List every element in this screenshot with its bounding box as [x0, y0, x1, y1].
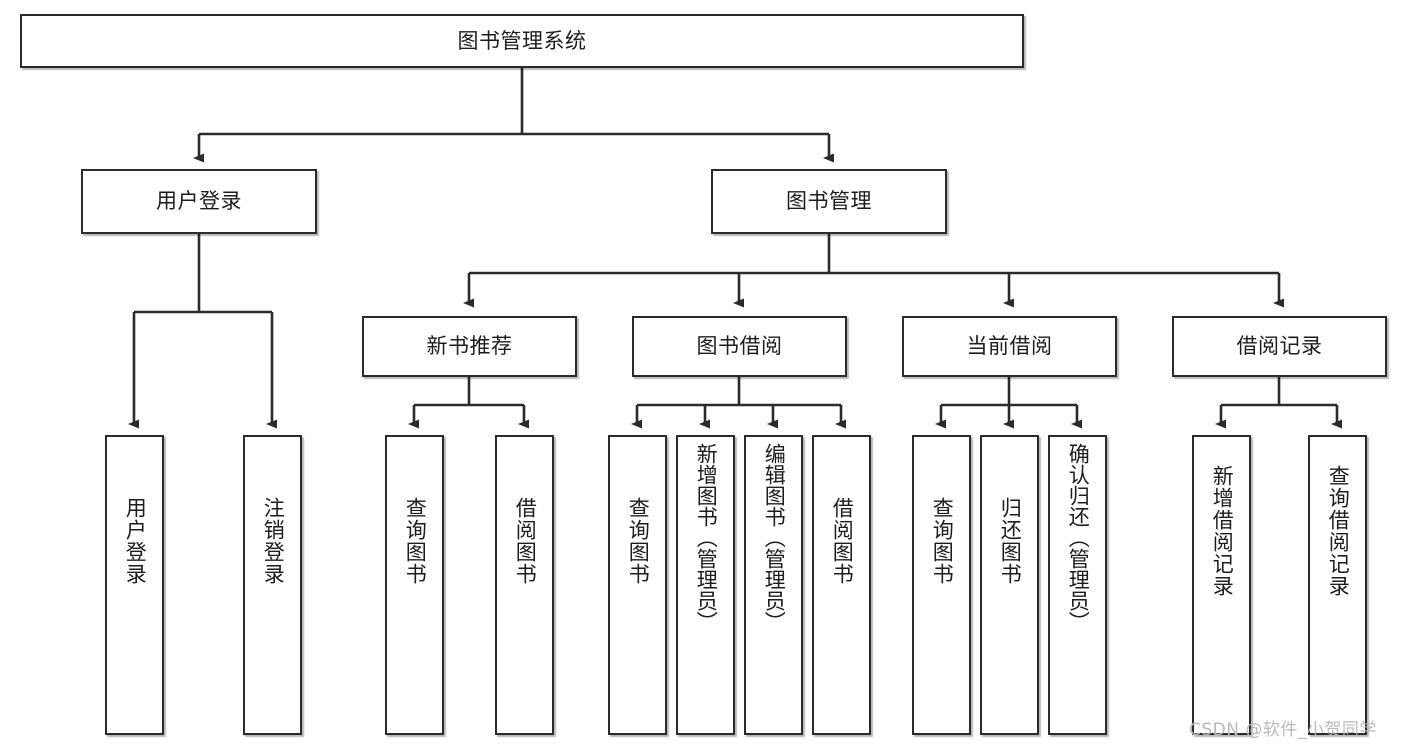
- leaf-edit-book-label: 编辑图书（管理员）: [762, 443, 787, 632]
- leaf-user-logout[interactable]: 注销登录: [243, 435, 302, 735]
- node-new-book-recommend[interactable]: 新书推荐: [362, 316, 577, 377]
- node-borrow-record-label: 借阅记录: [1236, 334, 1323, 358]
- leaf-user-login[interactable]: 用户登录: [105, 435, 164, 735]
- node-book-borrow[interactable]: 图书借阅: [632, 316, 847, 377]
- leaf-borrow-book-1-label: 借阅图书: [513, 497, 538, 585]
- node-book-borrow-label: 图书借阅: [696, 334, 783, 358]
- leaf-edit-book[interactable]: 编辑图书（管理员）: [744, 435, 803, 735]
- leaf-user-login-label: 用户登录: [123, 497, 148, 585]
- leaf-query-book-1[interactable]: 查询图书: [385, 435, 444, 735]
- leaf-query-book-2[interactable]: 查询图书: [608, 435, 667, 735]
- node-current-borrow-label: 当前借阅: [966, 334, 1053, 358]
- leaf-query-book-1-label: 查询图书: [403, 497, 428, 585]
- leaf-query-record[interactable]: 查询借阅记录: [1308, 435, 1367, 735]
- node-new-book-recommend-label: 新书推荐: [426, 334, 513, 358]
- leaf-add-record[interactable]: 新增借阅记录: [1192, 435, 1251, 735]
- node-book-manage-label: 图书管理: [786, 189, 872, 213]
- leaf-add-book[interactable]: 新增图书（管理员）: [676, 435, 735, 735]
- node-root[interactable]: 图书管理系统: [20, 14, 1024, 68]
- leaf-confirm-return[interactable]: 确认归还（管理员）: [1048, 435, 1107, 735]
- node-borrow-record[interactable]: 借阅记录: [1172, 316, 1387, 377]
- leaf-add-book-label: 新增图书（管理员）: [694, 443, 719, 632]
- leaf-query-book-3[interactable]: 查询图书: [912, 435, 971, 735]
- leaf-borrow-book-2-label: 借阅图书: [830, 497, 855, 585]
- node-user-login[interactable]: 用户登录: [81, 169, 317, 234]
- leaf-query-book-3-label: 查询图书: [930, 497, 955, 585]
- leaf-user-logout-label: 注销登录: [261, 497, 286, 585]
- leaf-confirm-return-label: 确认归还（管理员）: [1066, 443, 1091, 632]
- leaf-add-record-label: 新增借阅记录: [1210, 465, 1235, 597]
- leaf-query-book-2-label: 查询图书: [626, 497, 651, 585]
- node-root-label: 图书管理系统: [457, 28, 587, 53]
- node-current-borrow[interactable]: 当前借阅: [902, 316, 1117, 377]
- node-user-login-label: 用户登录: [156, 189, 242, 213]
- leaf-query-record-label: 查询借阅记录: [1326, 465, 1351, 597]
- leaf-return-book-label: 归还图书: [998, 497, 1023, 585]
- leaf-return-book[interactable]: 归还图书: [980, 435, 1039, 735]
- leaf-borrow-book-2[interactable]: 借阅图书: [812, 435, 871, 735]
- node-book-manage[interactable]: 图书管理: [711, 169, 947, 234]
- leaf-borrow-book-1[interactable]: 借阅图书: [495, 435, 554, 735]
